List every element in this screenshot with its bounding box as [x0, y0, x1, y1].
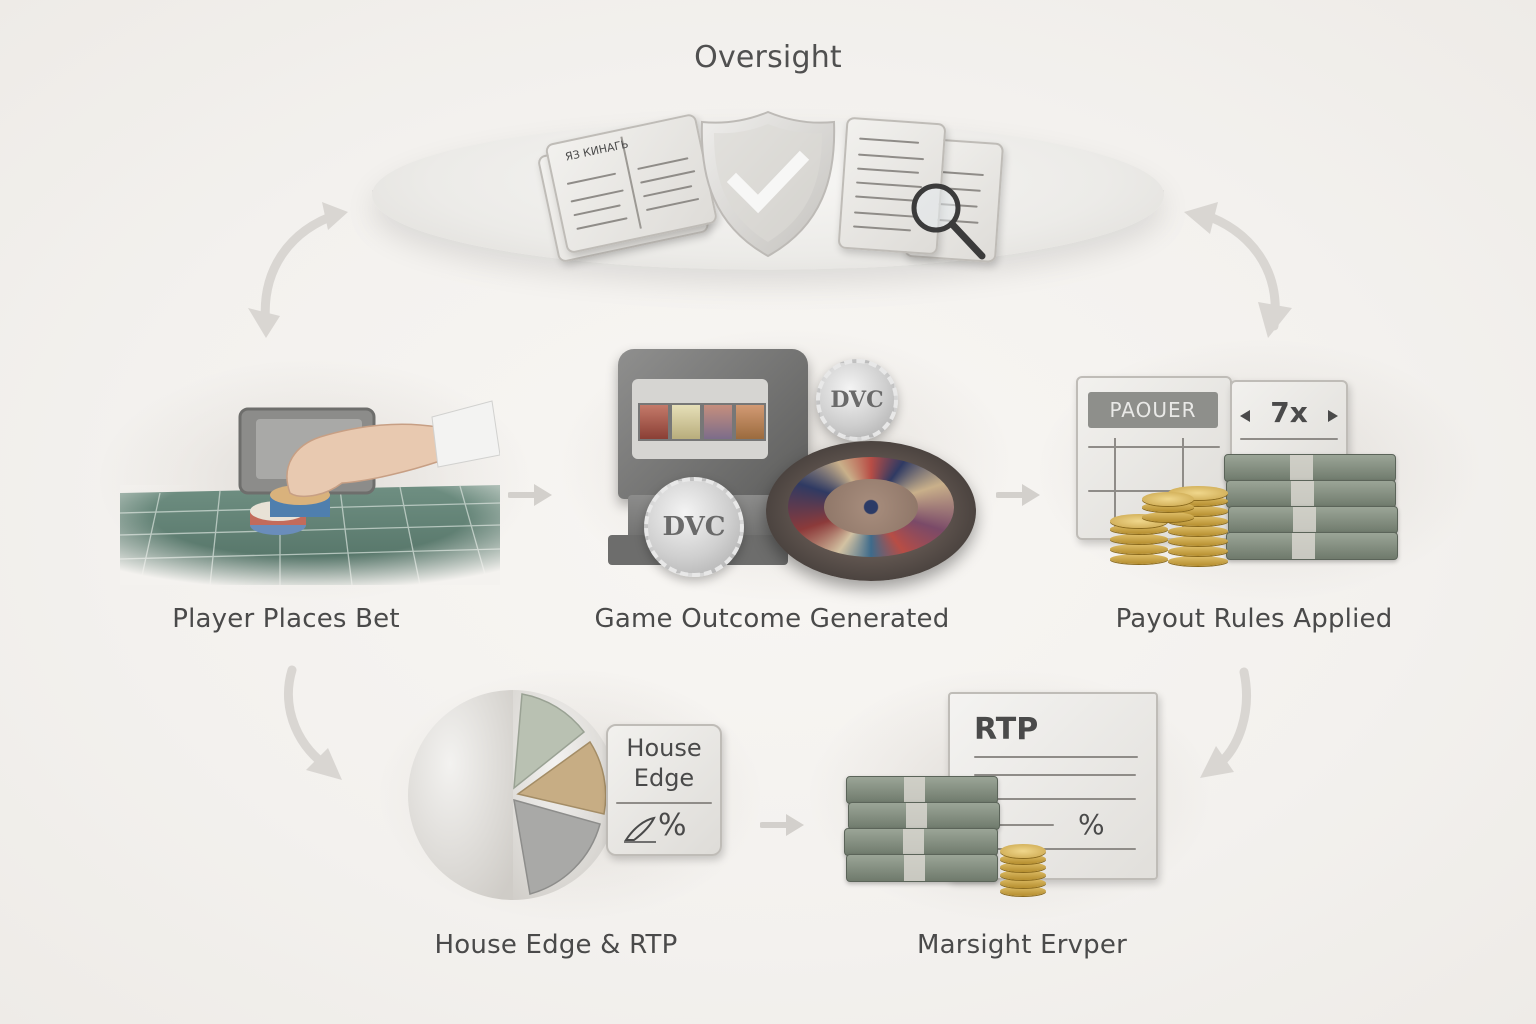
- step-label-bet: Player Places Bet: [172, 604, 400, 634]
- step-label-outcome: Game Outcome Generated: [594, 604, 950, 634]
- slot-machine-roulette-icon: DVC DVC: [600, 345, 980, 585]
- arrow-right-icon: [996, 484, 1040, 506]
- curved-double-arrow-left: [248, 202, 348, 338]
- arrow-right-icon: [508, 484, 552, 506]
- pie-chart-house-edge-icon: [408, 690, 618, 900]
- hand-placing-chips-icon: [120, 400, 500, 585]
- rtp-document-cash-icon: RTP %: [840, 692, 1170, 902]
- shield-check-icon: [700, 110, 836, 258]
- step-label-edge: House Edge & RTP: [434, 930, 678, 960]
- casino-chip-icon: DVC: [816, 359, 898, 441]
- house-edge-card: House Edge %: [606, 724, 722, 856]
- arrow-right-icon: [760, 814, 804, 836]
- payout-table-cash-icon: PAOUER 7x: [1076, 374, 1416, 574]
- curved-arrow-down-icon: [284, 665, 342, 780]
- gold-coins-icon: [1142, 492, 1194, 532]
- diagram-title: Oversight: [694, 40, 842, 75]
- gold-coins-icon: [1000, 844, 1046, 896]
- roulette-wheel-icon: [766, 441, 976, 581]
- step-label-payout: Payout Rules Applied: [1115, 604, 1393, 634]
- documents-magnifier-icon: [837, 112, 1008, 264]
- step-label-rtp: Marsight Ervper: [917, 930, 1127, 960]
- casino-chip-icon: DVC: [644, 477, 744, 577]
- curved-arrow-down-icon: [1200, 667, 1251, 778]
- gold-coins-icon: [1168, 486, 1228, 566]
- curved-double-arrow-right: [1184, 202, 1292, 338]
